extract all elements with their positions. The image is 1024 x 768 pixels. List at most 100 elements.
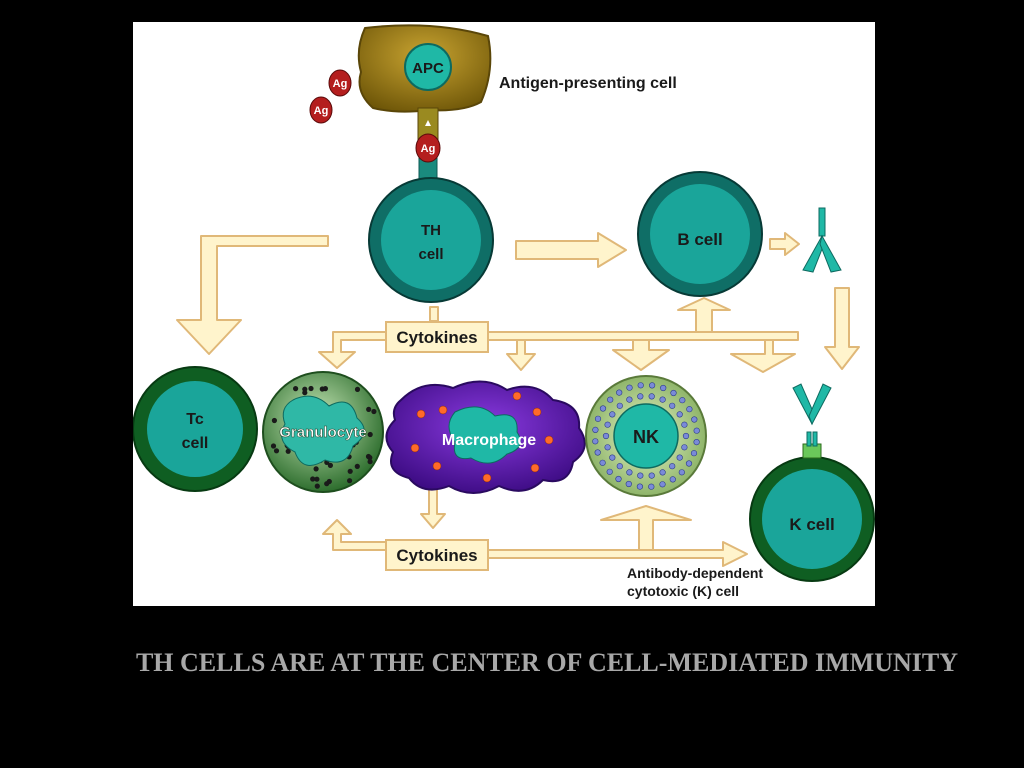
cytokines-box-bottom: Cytokines — [385, 539, 489, 571]
svg-text:cell: cell — [182, 435, 209, 452]
nk-granule-dot — [616, 389, 623, 396]
nk-granule-dot — [648, 472, 655, 479]
nk-granule-dot — [636, 483, 644, 490]
nk-granule-dot — [648, 393, 655, 400]
antibody-icon — [802, 207, 842, 273]
nk-granule-dot — [676, 411, 683, 418]
nk-granule-dot — [690, 450, 698, 457]
nk-granule-dot — [676, 454, 683, 461]
cytokines-box-top: Cytokines — [385, 321, 489, 353]
nk-granule-dot — [616, 463, 623, 470]
svg-text:Macrophage: Macrophage — [442, 432, 536, 449]
nk-granule-dot — [681, 444, 688, 451]
nk-granule-dot — [594, 415, 602, 422]
nk-granule-dot — [679, 397, 686, 404]
svg-text:Cytokines: Cytokines — [396, 546, 477, 565]
nk-granule-dot — [599, 459, 606, 466]
nk-granule-dot — [682, 432, 690, 440]
svg-text:B cell: B cell — [677, 230, 722, 249]
arrow-cytokine-to-macrophage — [506, 339, 536, 371]
tc-cell: Tc cell — [133, 366, 258, 492]
nk-granule-dot — [660, 384, 667, 392]
macrophage-cell: Macrophage — [385, 380, 586, 494]
granule-dot — [354, 386, 361, 392]
nk-granule-dot — [685, 460, 693, 467]
nk-granule-dot — [626, 396, 633, 403]
nk-granule-dot — [659, 469, 666, 476]
arrow-bcell-to-antibody — [769, 232, 800, 256]
arrow-antibody-down — [824, 287, 860, 370]
arrow-th-to-bcell — [515, 232, 627, 268]
granule-dot — [366, 406, 372, 412]
granule-dot — [270, 443, 277, 449]
nk-granule-dot — [616, 402, 623, 409]
antigen-3: Ag — [415, 133, 441, 163]
nk-granule-dot — [659, 481, 666, 488]
diagram-panel: Cytokines Cytokines APC Antigen-presenti… — [133, 22, 875, 606]
svg-text:Ag: Ag — [333, 78, 348, 90]
nk-granule-dot — [604, 421, 611, 428]
arrow-cytokines-to-kcell — [487, 541, 748, 567]
arrow-cytokine-to-granulocyte — [318, 331, 387, 369]
granulocyte-cell: Granulocyte — [262, 371, 384, 493]
b-cell: B cell — [637, 171, 763, 297]
nk-granule-dot — [602, 432, 610, 440]
k-cell-caption-line1: Antibody-dependent — [627, 565, 763, 581]
granule-dot — [367, 455, 373, 461]
nk-granule-dot — [592, 438, 599, 445]
th-stem — [429, 306, 439, 322]
apc-cell: APC — [357, 24, 492, 113]
granule-dot — [319, 386, 325, 392]
apc-caption: Antigen-presenting cell — [499, 75, 677, 92]
granule-dot — [327, 462, 333, 468]
k-cell: K cell — [749, 456, 875, 582]
fc-receptor-icon — [802, 431, 822, 459]
granule-dot — [271, 417, 277, 424]
svg-text:APC: APC — [412, 60, 444, 77]
svg-text:NK: NK — [633, 427, 659, 447]
nk-granule-dot — [693, 439, 700, 446]
granule-dot — [313, 466, 319, 472]
antigen-1: Ag — [328, 69, 352, 97]
nk-granule-dot — [594, 449, 601, 456]
nk-granule-dot — [659, 396, 666, 403]
nk-granule-dot — [648, 382, 656, 389]
nk-granule-dot — [693, 427, 700, 434]
nk-granule-dot — [686, 406, 693, 413]
th-cell: TH cell — [368, 177, 494, 303]
nk-granule-dot — [648, 483, 655, 490]
arrow-cytokine-to-nk — [612, 339, 670, 371]
granule-dot — [285, 448, 291, 454]
nk-granule-dot — [670, 389, 677, 397]
granule-dot — [371, 408, 377, 415]
nk-cell: NK — [585, 375, 707, 497]
nk-granule-dot — [607, 396, 614, 403]
slide-caption: TH CELLS ARE AT THE CENTER OF CELL-MEDIA… — [135, 648, 959, 677]
antigen-2: Ag — [309, 96, 333, 124]
granule-dot — [310, 476, 316, 482]
nk-granule-dot — [669, 463, 676, 470]
granule-dot — [273, 448, 280, 454]
granule-dot — [314, 476, 320, 482]
svg-text:Ag: Ag — [421, 143, 436, 155]
arrow-macrophage-to-cytokines — [420, 483, 446, 529]
svg-text:Ag: Ag — [314, 105, 329, 117]
k-cell-caption-line2: cytotoxic (K) cell — [627, 583, 739, 599]
nk-granule-dot — [606, 468, 613, 475]
nk-granule-dot — [681, 421, 688, 428]
granule-dot — [367, 431, 373, 438]
granule-dot — [314, 483, 320, 489]
nk-granule-dot — [691, 416, 698, 423]
immunity-diagram: Cytokines Cytokines APC Antigen-presenti… — [133, 24, 875, 599]
nk-granule-dot — [626, 384, 633, 391]
granule-dot — [293, 386, 299, 392]
granule-dot — [354, 463, 360, 469]
arrow-th-to-tc — [176, 235, 329, 355]
svg-text:TH: TH — [421, 222, 441, 239]
granule-dot — [347, 468, 353, 474]
nk-granule-dot — [637, 393, 644, 400]
svg-text:Granulocyte: Granulocyte — [279, 424, 367, 441]
nk-granule-dot — [626, 469, 633, 476]
nk-granule-dot — [609, 411, 616, 418]
nk-granule-dot — [615, 475, 622, 483]
